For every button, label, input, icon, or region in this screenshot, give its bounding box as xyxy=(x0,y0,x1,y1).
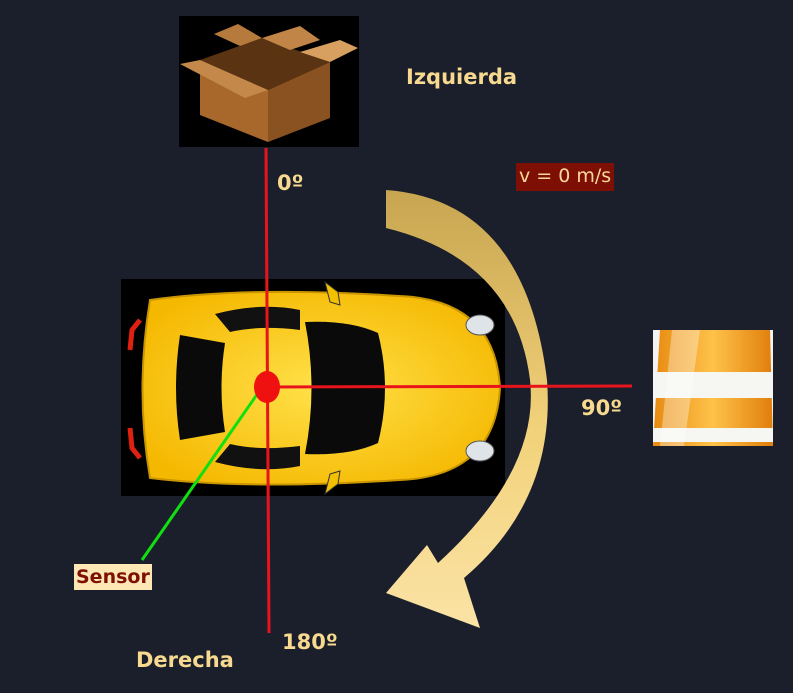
angle-label-180: 180º xyxy=(282,630,338,654)
angle-label-0: 0º xyxy=(277,171,304,195)
rotation-arrow-icon xyxy=(386,190,548,628)
cardboard-box-icon xyxy=(179,16,359,147)
horizontal-axis-line xyxy=(267,384,633,389)
angle-label-90: 90º xyxy=(581,396,623,420)
traffic-cone-icon xyxy=(653,330,773,446)
velocity-badge: v = 0 m/s xyxy=(516,163,615,191)
sensor-point xyxy=(254,371,280,403)
right-side-label: Derecha xyxy=(136,648,234,672)
sensor-label: Sensor xyxy=(74,564,152,590)
sensor-line xyxy=(140,392,260,561)
left-side-label: Izquierda xyxy=(406,65,518,89)
